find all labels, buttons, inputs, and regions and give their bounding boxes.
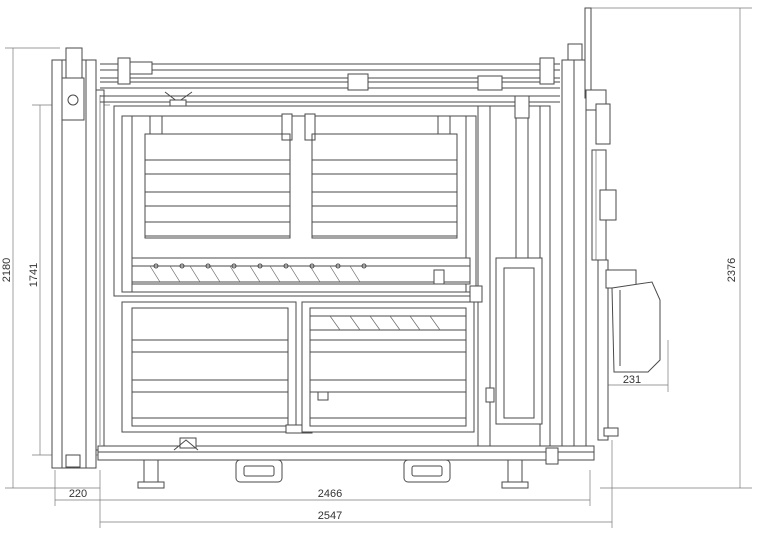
dimension-lines — [5, 7, 752, 528]
right-head-gate-section — [469, 95, 551, 447]
dimension-gate-height: 1741 — [28, 263, 40, 287]
lower-right-gate — [301, 301, 475, 433]
lower-left-gate — [121, 301, 313, 434]
left-post-assembly — [51, 47, 105, 469]
head-bail-box — [605, 269, 661, 373]
right-post-assembly — [561, 7, 619, 461]
dimension-overall-height: 2376 — [726, 258, 738, 282]
dimension-frame-height: 2180 — [1, 258, 13, 282]
upper-left-slats — [144, 133, 291, 239]
middle-hatched-rail — [131, 257, 471, 285]
upper-right-slats — [311, 133, 458, 239]
dimension-head-bail-depth: 231 — [623, 374, 641, 386]
dimension-side-offset: 220 — [69, 488, 87, 500]
top-rail-assembly — [100, 57, 560, 109]
dimension-overall-width: 2547 — [318, 510, 342, 522]
dimension-inner-width: 2466 — [318, 488, 342, 500]
base-frame — [97, 437, 595, 489]
